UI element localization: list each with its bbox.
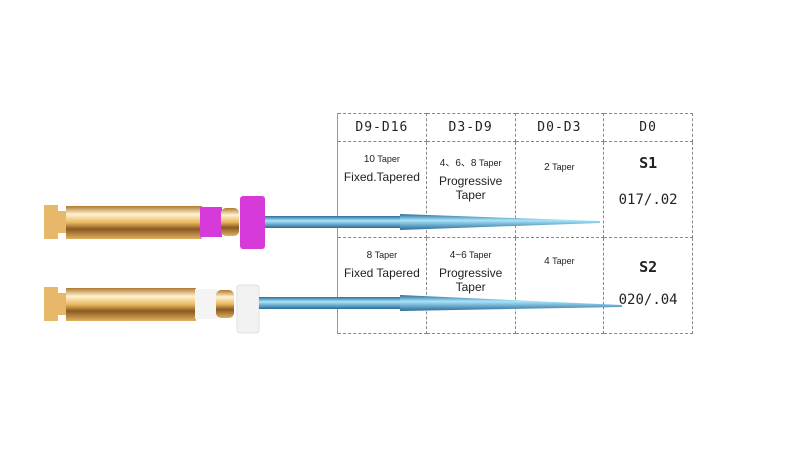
taper-unit: Taper: [469, 250, 492, 260]
file-shank: [259, 297, 405, 309]
rubber-stopper: [240, 196, 265, 249]
taper-unit: Taper: [552, 162, 575, 172]
s1-file: [44, 196, 600, 249]
taper-unit: Taper: [478, 158, 502, 168]
handle-latch: [44, 287, 68, 321]
color-band: [195, 289, 217, 319]
header-d3-d9: D3-D9: [425, 113, 516, 142]
taper-type: Fixed Tapered: [343, 266, 420, 280]
color-band: [200, 207, 222, 237]
file-blade: [400, 295, 622, 311]
file-blade: [400, 214, 600, 230]
taper-unit: Taper: [552, 256, 575, 266]
taper-value: 4、6、8: [439, 158, 477, 169]
s2-file: [44, 284, 622, 334]
rubber-stopper: [236, 284, 260, 334]
cell-s2-d0: S2 020/.04: [603, 237, 693, 334]
cell-s2-d3-d9: 4~6 Taper Progressive Taper: [425, 237, 516, 334]
header-d0: D0: [603, 113, 693, 142]
tip-diameter: 020/.04: [618, 292, 678, 308]
file-size: S2: [639, 258, 658, 276]
taper-value: 10: [363, 154, 375, 165]
handle-shaft: [66, 206, 202, 239]
tip-diameter: 017/.02: [618, 192, 678, 208]
handle-shaft: [66, 288, 196, 321]
taper-type: Fixed.Tapered: [343, 170, 420, 184]
taper-value: 8: [366, 250, 373, 261]
header-row: D9-D16 D3-D9 D0-D3 D0: [337, 113, 693, 142]
taper-value: 4~6: [449, 250, 467, 261]
handle-tip: [216, 290, 234, 318]
taper-value: 2: [544, 162, 550, 173]
header-d9-d16: D9-D16: [337, 113, 427, 142]
taper-type: Progressive Taper: [438, 174, 503, 202]
taper-unit: Taper: [374, 250, 398, 260]
table-row-s2: 8 Taper Fixed Tapered 4~6 Taper Progress…: [337, 237, 693, 334]
taper-value: 4: [544, 256, 550, 267]
taper-type: Progressive Taper: [438, 266, 503, 294]
cell-s2-d9-d16: 8 Taper Fixed Tapered: [337, 237, 427, 334]
cell-s2-d0-d3: 4 Taper: [514, 237, 605, 334]
taper-unit: Taper: [377, 154, 400, 164]
handle-latch: [44, 205, 68, 239]
handle-tip: [221, 208, 239, 236]
file-size: S1: [639, 154, 658, 172]
file-shank: [265, 216, 405, 228]
